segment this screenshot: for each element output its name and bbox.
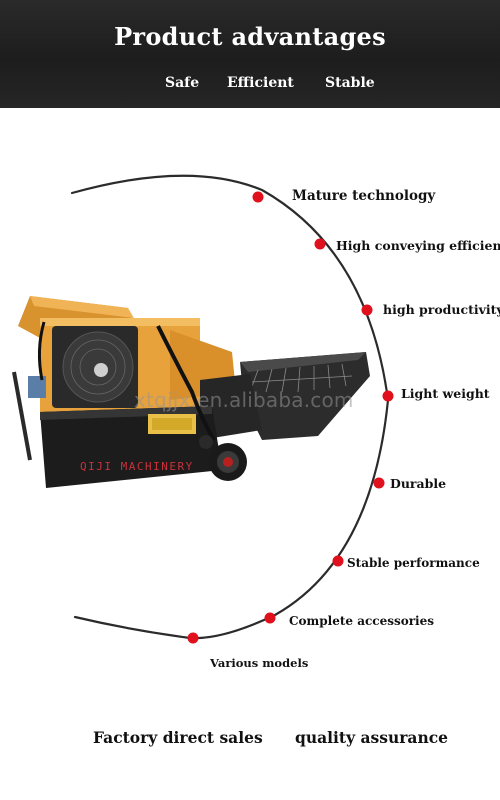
tag-stable: Stable xyxy=(325,75,375,91)
hopper xyxy=(240,352,370,440)
feature-dot xyxy=(187,632,199,644)
footer-quality-assurance: quality assurance xyxy=(295,728,449,747)
feature-light-weight: Light weight xyxy=(401,386,490,401)
feature-dot xyxy=(361,304,373,316)
tag-efficient: Efficient xyxy=(227,75,294,91)
machine-brand-label: QIJI MACHINERY xyxy=(80,460,194,473)
feature-dot xyxy=(264,612,276,624)
watermark: xtqjjx.en.alibaba.com xyxy=(134,388,354,412)
footer-factory-direct-sales: Factory direct sales xyxy=(93,728,263,747)
feature-dot xyxy=(382,390,394,402)
feature-mature-technology: Mature technology xyxy=(292,188,436,204)
feature-dot xyxy=(252,191,264,203)
feature-stable-performance: Stable performance xyxy=(347,556,480,570)
header-banner: Product advantages Safe Efficient Stable xyxy=(0,0,500,108)
feature-high-conveying-efficiency: High conveying efficiency xyxy=(336,238,500,253)
feature-dot xyxy=(332,555,344,567)
feature-durable: Durable xyxy=(390,476,447,491)
page-title: Product advantages xyxy=(114,22,386,51)
feature-complete-accessories: Complete accessories xyxy=(289,614,435,628)
feature-high-productivity: high productivity xyxy=(383,302,500,317)
tag-safe: Safe xyxy=(165,75,200,91)
feature-various-models: Various models xyxy=(210,656,309,670)
feature-dot xyxy=(373,477,385,489)
feature-dot xyxy=(314,238,326,250)
